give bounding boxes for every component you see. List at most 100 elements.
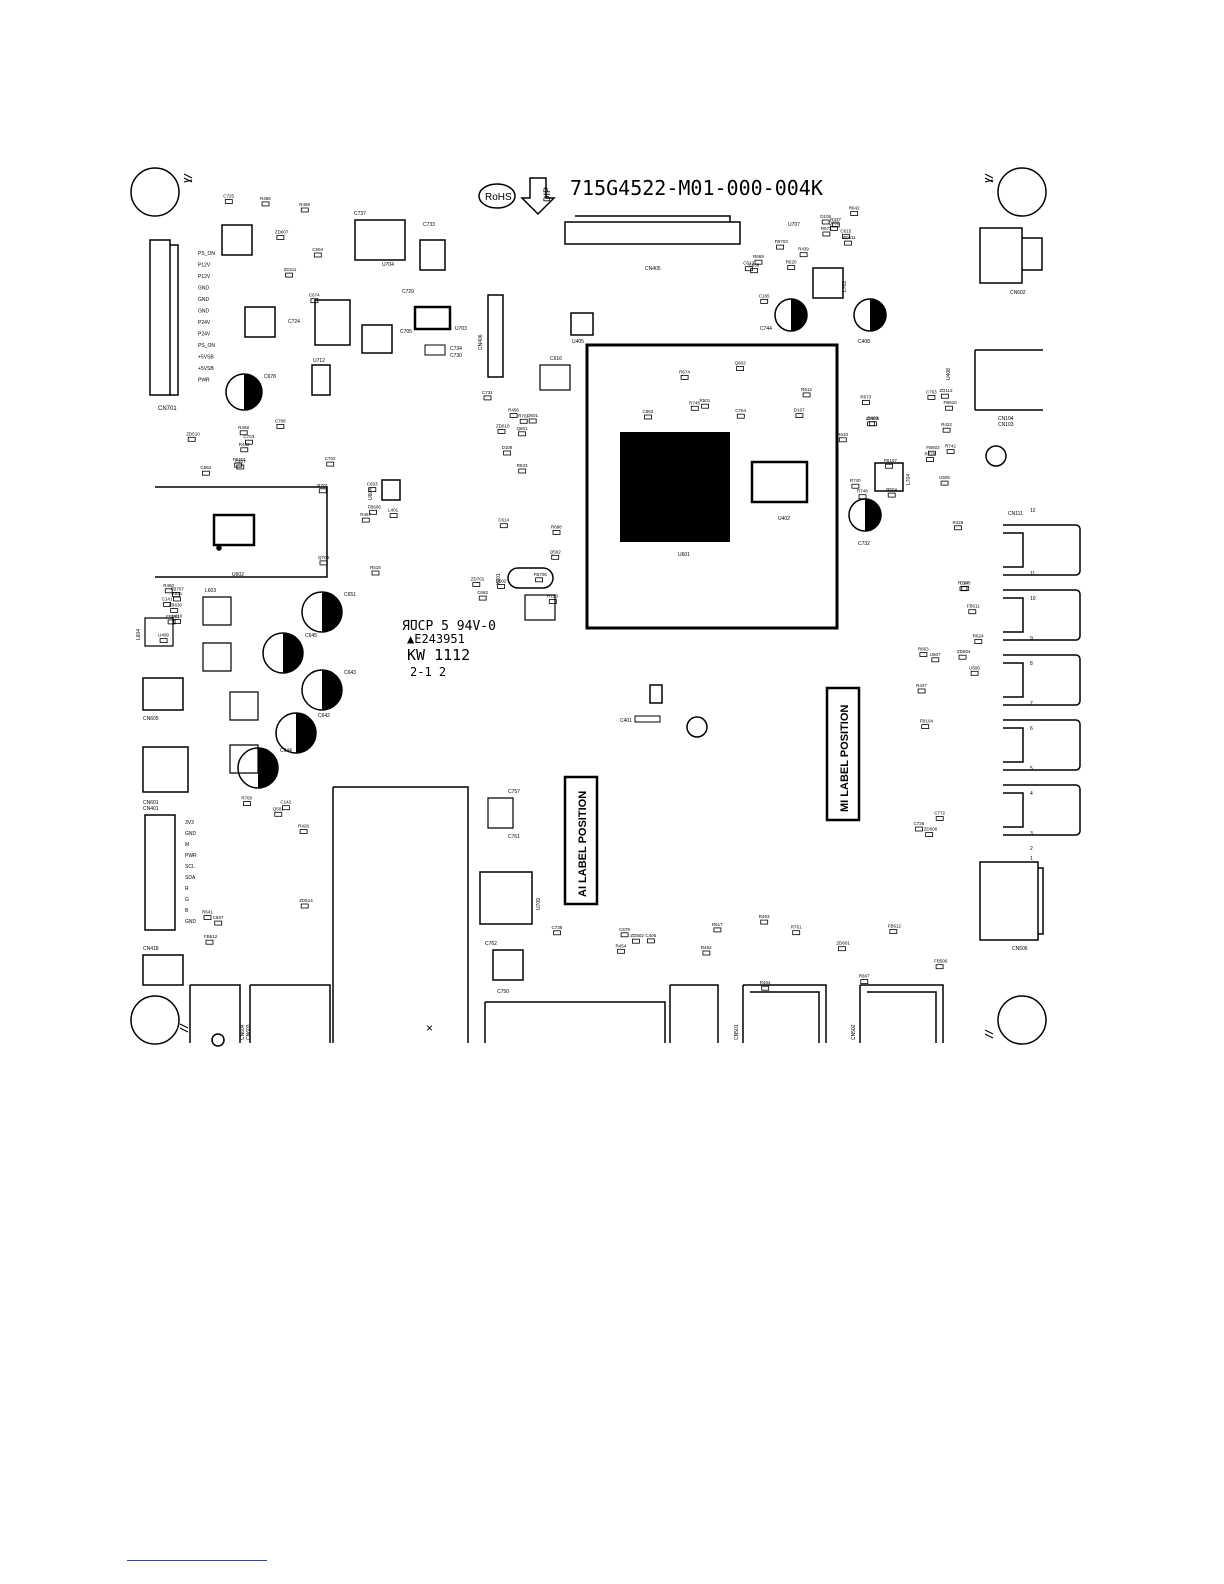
smd-pad: [509, 413, 518, 418]
component-label: R760: [241, 796, 252, 801]
smd-pad: [760, 919, 769, 925]
chip-u604: [381, 479, 401, 501]
smd-pad: [167, 619, 176, 625]
component-label: FB612: [888, 924, 902, 929]
inductors-left: [144, 596, 259, 774]
cn111-pin-label: 12: [1030, 508, 1036, 514]
smd-pad: [862, 399, 870, 405]
component-label: FB606: [368, 504, 382, 509]
component-label: FB506: [934, 959, 948, 964]
connector-cn418-outline: [142, 954, 184, 986]
label-cn601: CN601: [143, 800, 159, 806]
capacitor-polarity-fill: [322, 670, 342, 710]
component-label: R515: [370, 565, 381, 570]
smd-pad: [702, 950, 711, 956]
main-ic-area: [585, 343, 839, 630]
component-label: Q601: [517, 426, 529, 431]
smd-pad: [163, 602, 172, 607]
component-label: R456: [508, 408, 519, 413]
smd-pad: [931, 657, 940, 663]
component-label: R667: [859, 974, 870, 979]
hdmi-port-outline: [1003, 719, 1081, 771]
smd-pad: [224, 199, 233, 204]
smd-pad: [205, 939, 214, 945]
rohs-mark: RoHS: [485, 192, 512, 203]
component-label: C142: [280, 800, 291, 805]
smd-pad: [822, 231, 831, 237]
smd-pad: [787, 265, 796, 270]
hdmi-port-inner: [1003, 597, 1024, 633]
smd-pad: [860, 979, 869, 984]
component-label: R457: [360, 512, 371, 517]
mi-label-box: [825, 686, 861, 822]
mounting-holes: [130, 167, 1047, 1047]
smd-pad: [954, 525, 962, 531]
smd-pad: [553, 930, 561, 936]
smd-pad: [172, 592, 181, 597]
cn401-pin-label: SCL: [185, 864, 195, 870]
smd-pad: [919, 652, 928, 657]
cn401-pin-label: SDA: [185, 875, 196, 881]
connectors-bottom: [142, 677, 1044, 1043]
component-label: ZD604: [957, 649, 971, 654]
label-cn602: CN602: [1010, 290, 1026, 296]
smd-pad: [552, 530, 561, 535]
connector-cn605-outline: [142, 677, 184, 711]
smd-pad: [792, 930, 801, 936]
component-label: FB612: [204, 934, 218, 939]
kw-date: KW 1112: [407, 646, 470, 664]
smd-pad: [838, 437, 847, 443]
connector-top-cn405: [564, 215, 741, 245]
chip-c757: [487, 797, 514, 829]
component-label: R672: [821, 226, 832, 231]
component-label: D601: [527, 413, 538, 418]
component-label: Q501: [273, 806, 285, 811]
label-c705: C705: [400, 329, 412, 335]
smd-pads: [159, 199, 983, 991]
smd-pad: [927, 394, 936, 400]
component-label: C407: [235, 459, 246, 464]
label-u703: U703: [455, 326, 467, 332]
smd-pad: [887, 492, 896, 498]
label-u402: U402: [778, 516, 790, 522]
smd-pad: [483, 395, 492, 401]
component-label: R439: [798, 247, 809, 252]
component-label: C663: [643, 409, 654, 414]
smd-pad: [173, 619, 182, 624]
component-label: ZD701: [471, 577, 485, 582]
label-u712: U712: [313, 358, 325, 364]
component-label: U506: [969, 665, 980, 670]
cn701-pin-labels: PS_ONP12VP12VGNDGNDGNDP24VP24VPS_ON+5VSB…: [198, 251, 215, 384]
smd-pad: [850, 211, 859, 216]
label-cn103: CN103: [998, 422, 1014, 428]
hole-small-1: [985, 445, 1007, 467]
smd-pad: [300, 903, 309, 909]
smd-pad: [518, 468, 527, 474]
component-label: R688: [551, 524, 562, 529]
smd-pad: [319, 560, 328, 566]
cn111-pin-label: 4: [1030, 791, 1033, 797]
smd-pad: [503, 450, 512, 456]
cn401-pin-label: G: [185, 897, 189, 903]
component-label: FB613: [166, 614, 180, 619]
component-label: R426: [953, 520, 964, 525]
component-label: ZD510: [186, 431, 200, 436]
component-label: R701: [317, 483, 328, 488]
component-label: R617: [712, 922, 723, 927]
component-label: R678: [925, 452, 936, 457]
smd-pad: [754, 259, 763, 265]
capacitor-label: C643: [344, 670, 356, 676]
smd-pad: [261, 201, 270, 207]
smd-pad: [802, 392, 811, 398]
smd-pad: [925, 832, 934, 837]
smd-pad: [830, 225, 838, 231]
label-c750: C750: [497, 989, 509, 995]
chip-l704: [874, 462, 904, 492]
smd-pad: [276, 424, 285, 429]
label-cn603: CN603: [246, 1024, 252, 1040]
cn701-pin-label: P12V: [198, 263, 211, 269]
label-u405: U405: [572, 339, 584, 345]
capacitor-polarity-fill: [296, 713, 316, 753]
component-label: R456: [260, 196, 271, 201]
